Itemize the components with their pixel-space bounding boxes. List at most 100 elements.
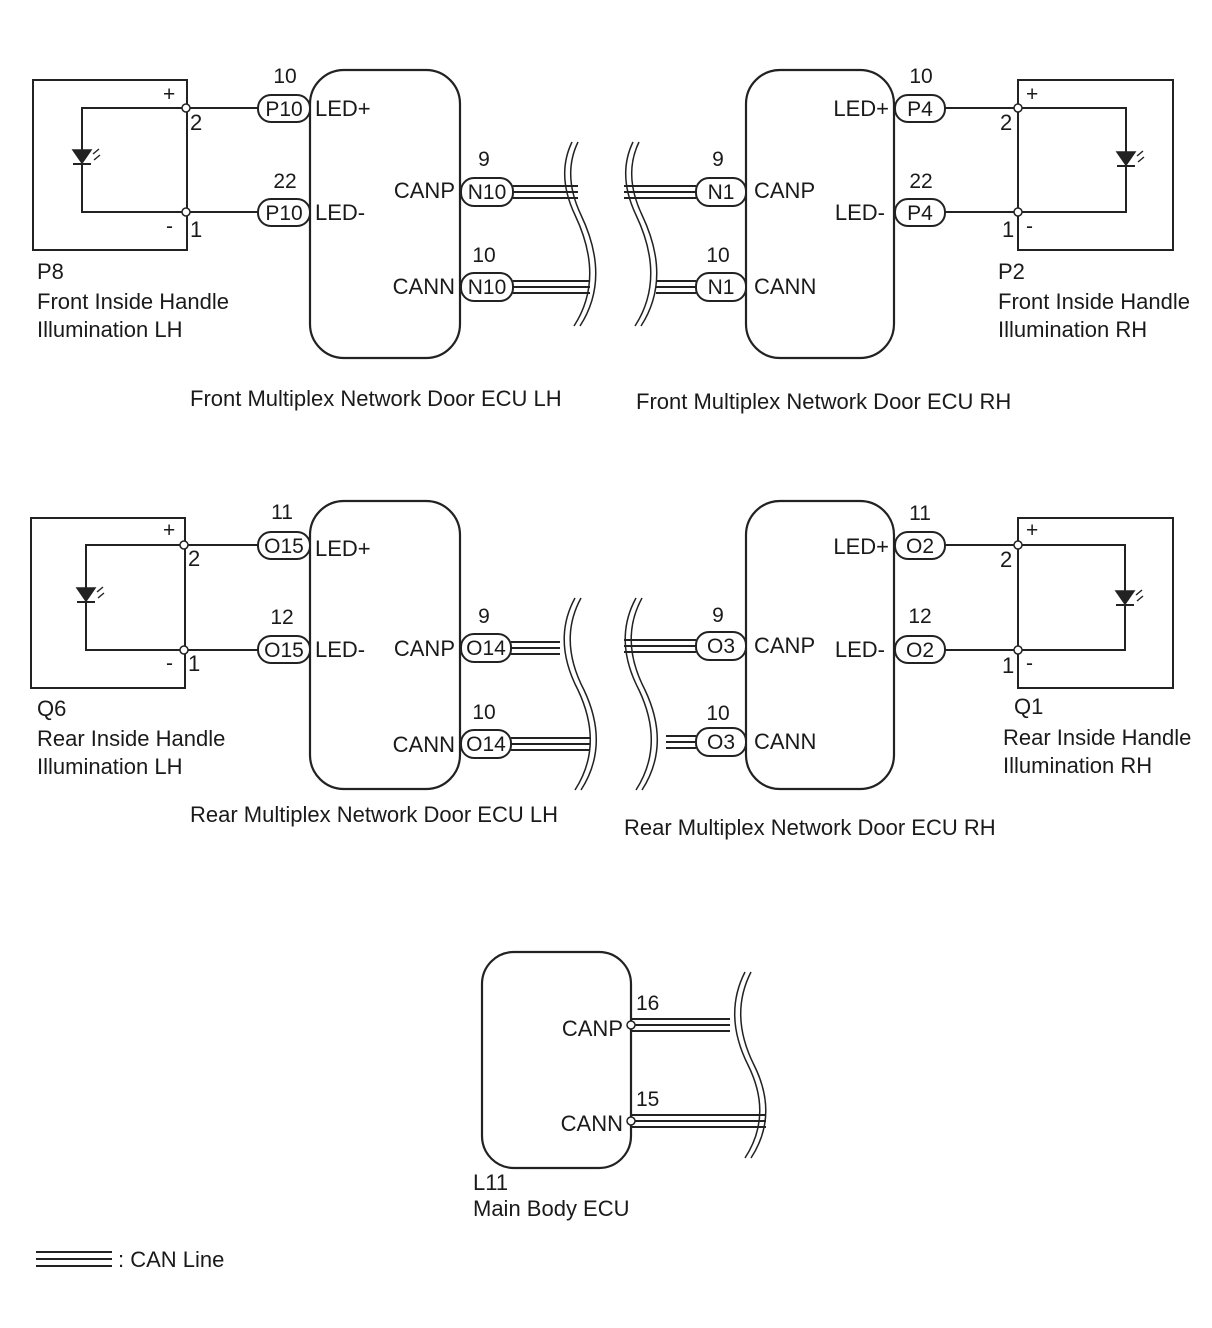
pin-led-minus: 22	[273, 170, 296, 193]
pin-number-minus: 1	[1002, 653, 1014, 678]
front-multiplex-network-door-ecu-lh: P10 P10 10 22 LED+ LED- CANP CANN N10 N1…	[190, 65, 562, 411]
component-box	[1017, 79, 1174, 251]
connector-canp-label: N10	[468, 181, 507, 204]
connector-cann-label: O14	[466, 733, 506, 756]
connector-led-minus-label: P4	[907, 202, 933, 225]
rear-lh-section: + - 2 1 Q6 Rear Inside Handle Illuminati…	[30, 499, 598, 827]
terminal-minus	[1013, 207, 1023, 217]
label-cann: CANN	[754, 729, 816, 754]
rear-inside-handle-illumination-lh: + - 2 1 Q6 Rear Inside Handle Illuminati…	[30, 517, 225, 779]
pin-led-minus: 12	[270, 606, 293, 629]
pin-number-plus: 2	[1000, 110, 1012, 135]
ecu-box	[744, 68, 896, 360]
pin-canp: 9	[712, 148, 724, 171]
pin-number-minus: 1	[1002, 217, 1014, 242]
can-line-canp	[624, 185, 696, 199]
can-line-cann	[666, 735, 696, 749]
rear-rh-section: O3 O3 9 10 CANP CANN LED+ LED- O2 O2 11 …	[624, 499, 1191, 840]
pin-led-plus: 11	[909, 502, 931, 525]
label-led-minus: LED-	[315, 637, 365, 662]
can-line-cann	[513, 280, 590, 294]
connector-canp	[695, 631, 747, 661]
front-multiplex-network-door-ecu-rh: N1 N1 9 10 CANP CANN LED+ LED- P4 P4 10 …	[636, 65, 1011, 414]
ecu-title: Rear Multiplex Network Door ECU RH	[624, 815, 996, 840]
component-code: Q1	[1014, 694, 1043, 719]
can-line-canp	[511, 641, 560, 655]
plus-sign: +	[1026, 519, 1038, 542]
rear-multiplex-network-door-ecu-rh: O3 O3 9 10 CANP CANN LED+ LED- O2 O2 11 …	[624, 499, 996, 840]
pin-cann: 10	[706, 244, 729, 267]
component-code: P8	[37, 259, 64, 284]
component-name-line-2: Illumination LH	[37, 317, 183, 342]
connector-cann	[695, 272, 747, 302]
terminal-minus	[1013, 645, 1023, 655]
main-body-ecu-section: CANP CANN 16 15 L11 Main Body ECU	[473, 950, 767, 1221]
can-line-cann	[631, 1114, 766, 1128]
label-cann: CANN	[561, 1111, 623, 1136]
pin-number-plus: 2	[1000, 547, 1012, 572]
connector-cann-label: O3	[707, 731, 735, 754]
rear-multiplex-network-door-ecu-lh: O15 O15 11 12 LED+ LED- CANP CANN O14 O1…	[190, 499, 558, 827]
terminal-cann	[626, 1116, 636, 1126]
legend: : CAN Line	[36, 1247, 224, 1272]
component-code: Q6	[37, 696, 66, 721]
connector-canp-label: O3	[707, 635, 735, 658]
rear-inside-handle-illumination-rh: + - 2 1 Q1 Rear Inside Handle Illuminati…	[1000, 517, 1191, 778]
line-break-symbol	[624, 141, 658, 327]
pin-cann: 10	[472, 244, 495, 267]
label-led-plus: LED+	[315, 536, 371, 561]
label-canp: CANP	[394, 178, 455, 203]
can-line-canp	[624, 639, 696, 653]
can-line-canp	[631, 1018, 730, 1032]
minus-sign: -	[166, 215, 173, 238]
component-name: Main Body ECU	[473, 1196, 630, 1221]
component-name-line-2: Illumination RH	[998, 317, 1147, 342]
connector-led-minus-label: P10	[265, 202, 302, 225]
component-name-line-1: Front Inside Handle	[998, 289, 1190, 314]
minus-sign: -	[166, 652, 173, 675]
label-canp: CANP	[562, 1016, 623, 1041]
pin-number-minus: 1	[190, 217, 202, 242]
plus-sign: +	[163, 83, 175, 106]
component-name-line-1: Rear Inside Handle	[1003, 725, 1191, 750]
connector-led-minus-label: O15	[264, 639, 304, 662]
connector-led-plus-label: P10	[265, 98, 302, 121]
component-code: P2	[998, 259, 1025, 284]
component-name-line-1: Front Inside Handle	[37, 289, 229, 314]
connector-cann-label: N10	[468, 276, 507, 299]
pin-canp: 9	[478, 148, 490, 171]
connector-led-minus	[257, 198, 311, 227]
label-led-minus: LED-	[835, 637, 885, 662]
connector-cann-label: N1	[708, 276, 735, 299]
ecu-title: Rear Multiplex Network Door ECU LH	[190, 802, 558, 827]
connector-canp-label: N1	[708, 181, 735, 204]
terminal-minus	[181, 207, 191, 217]
label-led-minus: LED-	[315, 200, 365, 225]
label-cann: CANN	[754, 274, 816, 299]
connector-led-plus-label: O15	[264, 535, 304, 558]
label-led-plus: LED+	[315, 96, 371, 121]
terminal-plus	[181, 103, 191, 113]
can-line-cann	[656, 280, 696, 294]
pin-led-plus: 10	[909, 65, 932, 88]
label-canp: CANP	[394, 636, 455, 661]
label-led-plus: LED+	[833, 96, 889, 121]
line-break-symbol	[563, 597, 598, 791]
pin-number-plus: 2	[188, 546, 200, 571]
front-rh-section: N1 N1 9 10 CANP CANN LED+ LED- P4 P4 10 …	[624, 65, 1190, 414]
pin-led-plus: 10	[273, 65, 296, 88]
connector-led-plus	[257, 94, 311, 123]
front-lh-section: + - 2 1 P8 Front Inside Handle Illuminat…	[32, 65, 597, 411]
terminal-plus	[1013, 540, 1023, 550]
minus-sign: -	[1026, 215, 1033, 238]
component-name-line-2: Illumination LH	[37, 754, 183, 779]
minus-sign: -	[1026, 652, 1033, 675]
plus-sign: +	[1026, 83, 1038, 106]
connector-led-minus-label: O2	[906, 639, 934, 662]
legend-can-line-label: : CAN Line	[118, 1247, 224, 1272]
pin-cann: 10	[472, 701, 495, 724]
label-canp: CANP	[754, 633, 815, 658]
pin-number-minus: 1	[188, 651, 200, 676]
ecu-title: Front Multiplex Network Door ECU RH	[636, 389, 1011, 414]
